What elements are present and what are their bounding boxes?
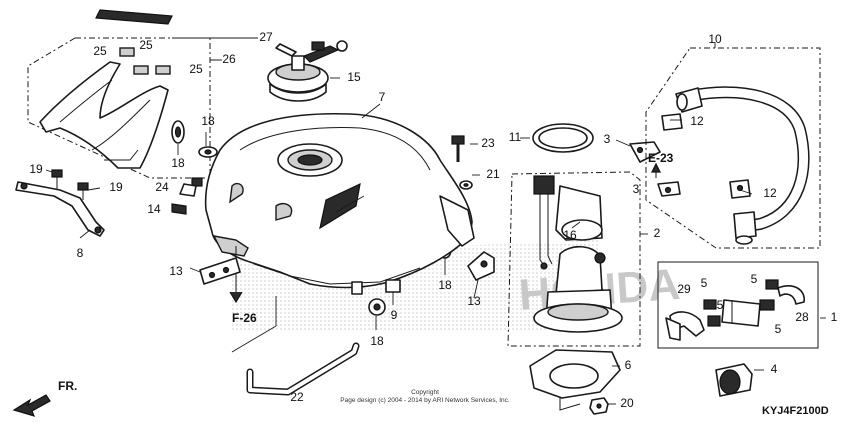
callout-2: 2: [654, 226, 661, 240]
callout-18-c: 18: [370, 334, 384, 348]
bolt-19-a: [51, 169, 63, 190]
callout-8: 8: [77, 246, 84, 260]
callout-5-c: 5: [751, 272, 758, 286]
pad-25-b: [133, 65, 149, 75]
callout-25-b: 25: [139, 38, 153, 52]
callout-29: 29: [677, 282, 691, 296]
callout-7: 7: [379, 90, 386, 104]
callout-26: 26: [222, 52, 236, 66]
grommet-18-d: [368, 298, 386, 316]
bolt-24: [179, 177, 203, 197]
ref-f26: F-26: [232, 311, 257, 325]
fuel-hose-10: [675, 86, 810, 245]
callout-22: 22: [290, 390, 304, 404]
callout-19-a: 19: [29, 162, 43, 176]
callout-5-a: 5: [701, 276, 708, 290]
gasket-ring-11: [532, 123, 594, 153]
callout-13-a: 13: [169, 264, 183, 278]
callout-1: 1: [831, 310, 838, 324]
group-box-10: [645, 47, 821, 249]
group-box-26: [27, 37, 211, 179]
grommet-18-a: [171, 120, 185, 144]
sticker-27: [95, 9, 258, 39]
callout-28: 28: [795, 310, 809, 324]
drain-tube-22: [231, 296, 360, 396]
bolt-14: [171, 203, 187, 215]
bolt-23: [451, 135, 465, 162]
washer-21: [459, 180, 473, 190]
grommet-18-b: [198, 146, 218, 158]
nut-20: [589, 397, 609, 415]
callout-18-d: 18: [438, 278, 452, 292]
diagram-code: KYJ4F2100D: [762, 405, 829, 417]
callout-20: 20: [620, 396, 634, 410]
clip-3-lower: [657, 181, 681, 197]
group-box-2: [507, 171, 641, 347]
copyright-line-2: Page design (c) 2004 - 2014 by ARI Netwo…: [340, 397, 510, 404]
front-label: FR.: [58, 379, 77, 393]
callout-25-c: 25: [189, 62, 203, 76]
fuel-filter-assembly: [665, 279, 805, 341]
clip-12-upper: [661, 113, 683, 131]
tank-cover: [39, 61, 169, 169]
bracket-13-right: [467, 251, 495, 281]
clip-9: [385, 279, 401, 293]
copyright-line-1: Copyright: [411, 389, 439, 396]
callouts: 27 26 25 25 25 15 7 18 18 19 19 24 14 8 …: [29, 30, 837, 410]
gasket-6: [529, 349, 621, 411]
fuel-pump-16: [533, 175, 623, 333]
callout-18-b: 18: [171, 156, 185, 170]
callout-6: 6: [625, 358, 632, 372]
callout-18-a: 18: [201, 114, 215, 128]
callout-11: 11: [509, 130, 522, 144]
callout-3-a: 3: [604, 132, 611, 146]
callout-27: 27: [259, 30, 273, 44]
callout-24: 24: [155, 180, 169, 194]
bracket-13-left: [199, 257, 241, 285]
group-box-1: [657, 261, 819, 349]
callout-13-b: 13: [467, 294, 481, 308]
callout-5-b: 5: [717, 298, 724, 312]
pad-25-c: [155, 65, 171, 75]
front-arrow-icon: FR.: [12, 379, 77, 417]
callout-9: 9: [391, 308, 398, 322]
leader-lines: [45, 42, 826, 405]
callout-21: 21: [486, 167, 500, 181]
callout-12-a: 12: [690, 114, 704, 128]
callout-12-b: 12: [763, 186, 777, 200]
callout-10: 10: [708, 32, 722, 46]
callout-4: 4: [771, 362, 778, 376]
ref-e23: E-23: [648, 151, 674, 165]
callout-5-d: 5: [775, 322, 782, 336]
pad-25-a: [119, 47, 135, 57]
fuel-filter-4: [715, 363, 753, 397]
callout-23: 23: [481, 136, 495, 150]
callout-25-a: 25: [93, 44, 107, 58]
callout-19-b: 19: [109, 180, 123, 194]
bolt-19-b: [77, 182, 89, 200]
callout-14: 14: [147, 202, 161, 216]
callout-3-b: 3: [633, 182, 640, 196]
clip-12-lower: [729, 179, 751, 199]
fuel-cap-15: [267, 40, 348, 102]
fuel-tank-7: [204, 112, 475, 304]
bracket-8: [15, 181, 105, 237]
callout-16: 16: [563, 228, 577, 242]
callout-15: 15: [347, 70, 361, 84]
